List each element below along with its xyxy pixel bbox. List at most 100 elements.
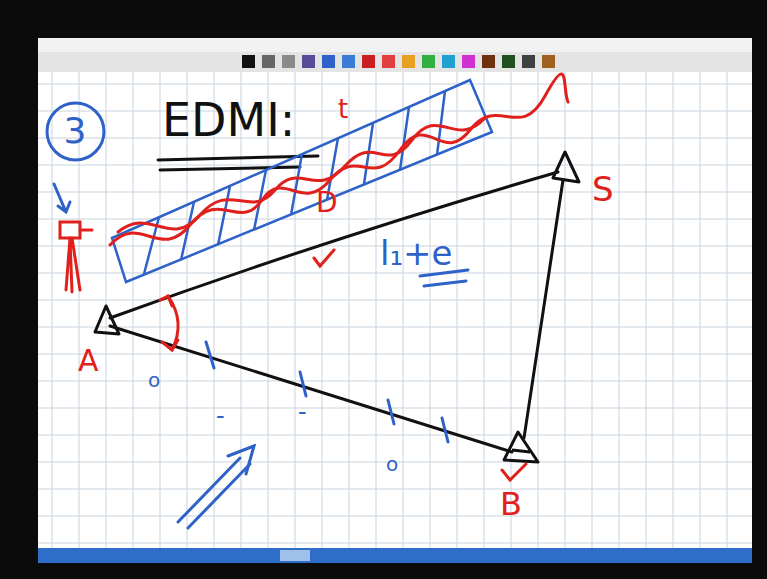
art-stroke — [524, 180, 563, 438]
art-stroke — [38, 165, 752, 166]
art-stroke — [262, 55, 275, 68]
pointer-arrow — [54, 184, 70, 212]
art-stroke — [727, 72, 728, 548]
menu-bar — [38, 38, 752, 52]
length-underline — [420, 270, 468, 286]
art-stroke — [482, 55, 495, 68]
sketch-label: o — [146, 370, 162, 391]
scroll-thumb — [280, 550, 310, 561]
art-stroke — [110, 326, 512, 452]
chain-ticks — [206, 342, 448, 442]
art-stroke — [349, 72, 350, 548]
art-stroke — [673, 72, 674, 548]
art-stroke — [302, 55, 315, 68]
art-stroke — [38, 192, 752, 193]
grid-lines — [38, 72, 752, 548]
art-stroke — [700, 72, 701, 548]
art-stroke — [646, 72, 647, 548]
art-stroke — [592, 72, 593, 548]
art-stroke — [110, 172, 558, 318]
wind-arrow — [178, 446, 254, 528]
station-triangles — [95, 152, 579, 462]
art-stroke — [362, 55, 375, 68]
art-stroke — [38, 327, 752, 328]
art-stroke — [95, 306, 119, 334]
art-stroke — [422, 55, 435, 68]
art-stroke — [538, 72, 539, 548]
art-stroke — [322, 72, 323, 548]
art-stroke — [52, 72, 53, 548]
sketch-label: - — [214, 404, 227, 429]
sketch-label: - — [296, 400, 309, 425]
art-stroke — [553, 152, 579, 182]
art-stroke — [66, 238, 80, 292]
art-stroke — [430, 72, 431, 548]
sketch-label: A — [76, 345, 101, 377]
art-stroke — [462, 55, 475, 68]
art-stroke — [502, 464, 526, 480]
node-text-box: 3 — [45, 101, 106, 162]
art-stroke — [376, 72, 377, 548]
art-stroke — [420, 270, 468, 286]
step-number: 3 — [64, 110, 87, 151]
art-stroke — [38, 408, 752, 409]
check-marks — [314, 250, 526, 480]
sketch-label: D — [314, 188, 340, 217]
art-stroke — [342, 55, 355, 68]
art-stroke — [314, 250, 334, 266]
art-stroke — [402, 55, 415, 68]
art-stroke — [502, 55, 515, 68]
art-stroke — [60, 222, 80, 238]
art-stroke — [38, 84, 752, 85]
art-stroke — [38, 489, 752, 490]
step-circle: 3 — [45, 101, 106, 162]
art-stroke — [442, 55, 455, 68]
canvas — [38, 72, 752, 548]
tool-bar — [38, 52, 752, 72]
art-stroke — [80, 229, 92, 232]
art-stroke — [542, 55, 555, 68]
art-stroke — [110, 74, 568, 245]
art-stroke — [242, 55, 255, 68]
status-bar — [38, 548, 752, 563]
sketch-label: l₁+e — [378, 236, 454, 272]
art-stroke — [504, 432, 538, 462]
art-stroke — [38, 543, 752, 544]
art-stroke — [322, 55, 335, 68]
art-stroke — [160, 167, 300, 170]
art-stroke — [522, 55, 535, 68]
art-stroke — [38, 138, 752, 139]
art-stroke — [228, 446, 254, 474]
sketch-label: B — [498, 488, 524, 522]
edm-instrument — [60, 222, 92, 292]
art-stroke — [160, 72, 161, 548]
art-stroke — [160, 296, 172, 306]
art-stroke — [457, 72, 458, 548]
sketch-label: t — [336, 96, 350, 123]
art-stroke — [162, 340, 178, 350]
art-stroke — [38, 111, 752, 112]
art-stroke — [38, 300, 752, 301]
sketch-label: S — [590, 172, 616, 208]
art-stroke — [54, 184, 70, 212]
survey-lines — [110, 172, 563, 452]
art-stroke — [38, 516, 752, 517]
art-stroke — [206, 342, 448, 442]
art-stroke — [282, 55, 295, 68]
art-stroke — [565, 72, 566, 548]
art-stroke — [619, 72, 620, 548]
art-stroke — [38, 381, 752, 382]
signal-wave — [110, 74, 568, 245]
art-stroke — [178, 458, 250, 528]
circle-stroke — [47, 103, 104, 160]
color-swatches — [242, 55, 555, 68]
art-stroke — [38, 435, 752, 436]
sketch-label: o — [384, 454, 400, 475]
art-stroke — [38, 354, 752, 355]
art-stroke — [38, 219, 752, 220]
art-stroke — [382, 55, 395, 68]
